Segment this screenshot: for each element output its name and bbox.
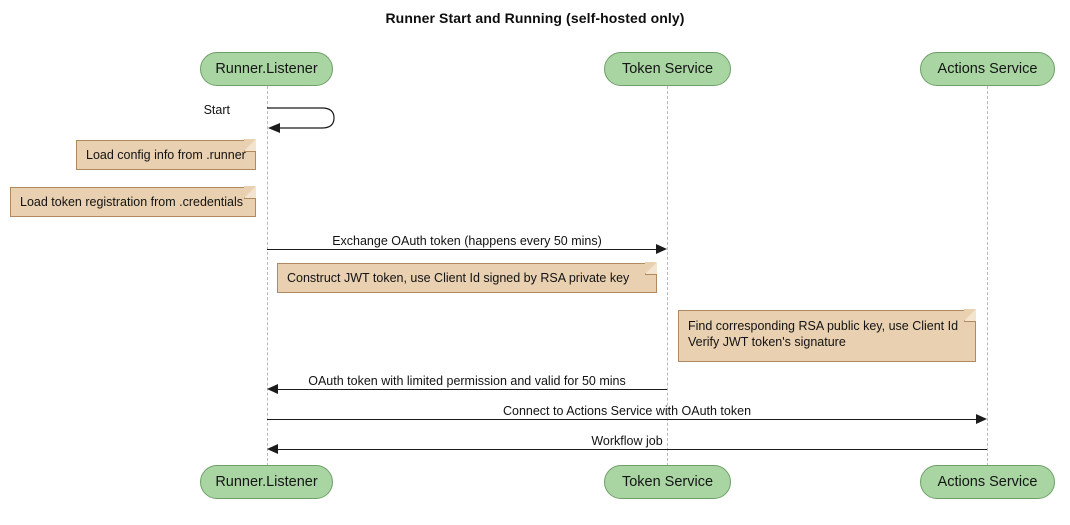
lifeline-runner xyxy=(267,86,268,466)
actor-runner-bottom[interactable]: Runner.Listener xyxy=(200,465,333,499)
actor-token-top[interactable]: Token Service xyxy=(604,52,731,86)
message-label-oauth-token: OAuth token with limited permission and … xyxy=(308,374,626,388)
message-line-workflow-job xyxy=(278,449,987,450)
note-line: Load token registration from .credential… xyxy=(20,195,244,209)
message-label-connect-actions: Connect to Actions Service with OAuth to… xyxy=(502,404,752,418)
self-message-label-start: Start xyxy=(203,103,230,117)
message-line-connect-actions xyxy=(267,419,977,420)
note-fold-icon xyxy=(244,186,256,199)
message-line-oauth-token xyxy=(278,389,667,390)
note-body: Load config info from .runner xyxy=(86,147,246,163)
note-fold-icon xyxy=(645,262,657,275)
note-verify-jwt: Find corresponding RSA public key, use C… xyxy=(678,309,976,362)
actor-actions-top[interactable]: Actions Service xyxy=(920,52,1055,86)
message-arrowhead-exchange-oauth xyxy=(656,244,667,254)
actor-token-bottom[interactable]: Token Service xyxy=(604,465,731,499)
note-load-config: Load config info from .runner xyxy=(76,139,256,170)
message-arrowhead-oauth-token xyxy=(267,384,278,394)
note-line: Load config info from .runner xyxy=(86,148,246,162)
self-message-start-loop xyxy=(266,100,346,138)
actor-runner-top[interactable]: Runner.Listener xyxy=(200,52,333,86)
note-construct-jwt: Construct JWT token, use Client Id signe… xyxy=(277,262,657,293)
note-body: Find corresponding RSA public key, use C… xyxy=(688,318,966,350)
lifeline-token xyxy=(667,86,668,466)
note-load-token-registration: Load token registration from .credential… xyxy=(10,186,256,217)
note-line: Verify JWT token's signature xyxy=(688,335,846,349)
note-line: Find corresponding RSA public key, use C… xyxy=(688,319,959,333)
lifeline-actions xyxy=(987,86,988,466)
note-fold-icon xyxy=(964,309,976,322)
note-line: Construct JWT token, use Client Id signe… xyxy=(287,271,630,285)
message-arrowhead-connect-actions xyxy=(976,414,987,424)
page-title: Runner Start and Running (self-hosted on… xyxy=(385,10,685,26)
message-line-exchange-oauth xyxy=(267,249,657,250)
message-label-workflow-job: Workflow job xyxy=(591,434,663,448)
message-arrowhead-workflow-job xyxy=(267,444,278,454)
actor-actions-bottom[interactable]: Actions Service xyxy=(920,465,1055,499)
note-body: Load token registration from .credential… xyxy=(20,194,246,210)
note-body: Construct JWT token, use Client Id signe… xyxy=(287,270,647,286)
note-fold-icon xyxy=(244,139,256,152)
message-label-exchange-oauth: Exchange OAuth token (happens every 50 m… xyxy=(332,234,602,248)
